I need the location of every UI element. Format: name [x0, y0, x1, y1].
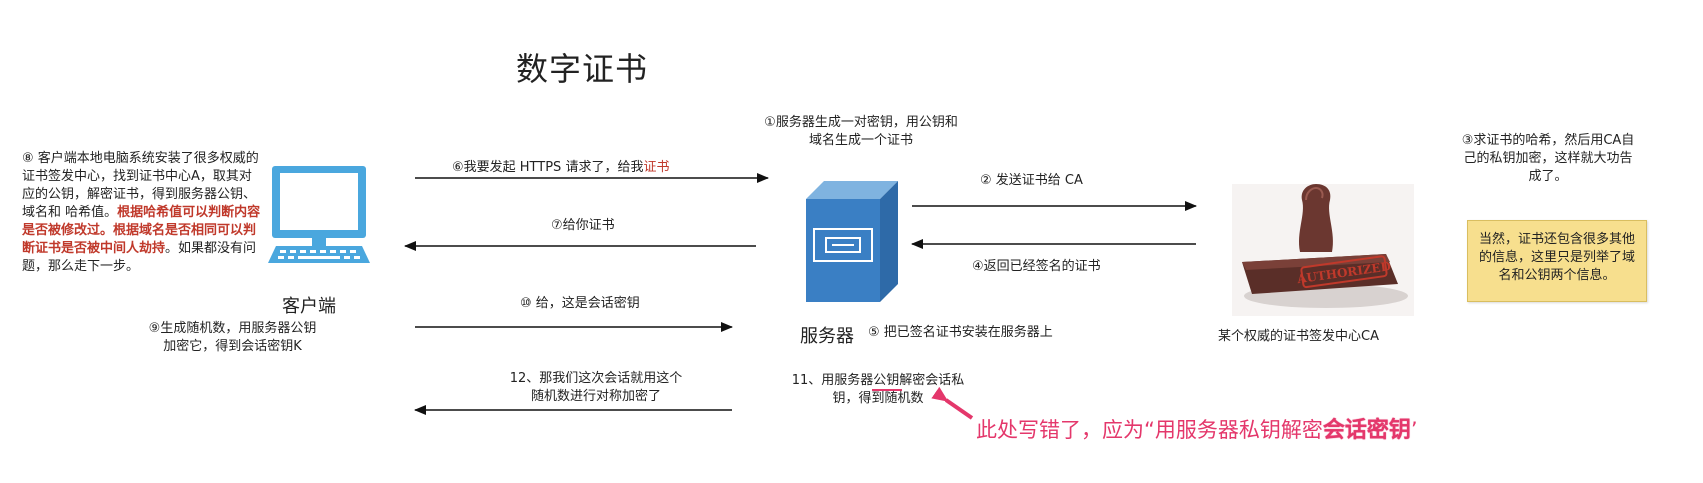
authorized-stamp-image: AUTHORIZED [1232, 184, 1414, 316]
client-note-highlight: 根据哈希值可以判断内容是否被修改过。根据域名是否相同可以判断证书是否被中间人劫持 [22, 205, 261, 256]
client-note-text-end: 。如果都没有问题，那么走下一步。 [22, 241, 257, 274]
correction-end: ’ [1410, 418, 1418, 442]
correction-arrow [931, 386, 974, 420]
step1-label: ①服务器生成一对密钥，用公钥和 域名生成一个证书 [764, 115, 958, 148]
step10-label: ⑩ 给，这是会话密钥 [520, 296, 640, 311]
monitor-icon [268, 166, 370, 263]
correction-text: 此处写错了，应为“用服务器私钥解密 [976, 418, 1323, 442]
step5-label: ⑤ 把已签名证书安装在服务器上 [868, 325, 1053, 340]
step6-highlight: 证书 [643, 160, 670, 175]
sticky-note: 当然，证书还包含很多其他 的信息，这里只是列举了域 名和公钥两个信息。 [1467, 220, 1647, 302]
server-label: 服务器 [800, 326, 854, 347]
step3-label: ③求证书的哈希，然后用CA自 己的私钥加密，这样就大功告 成了。 [1461, 133, 1635, 184]
step11-label: 11、用服务器公钥解密会话私 钥，得到随机数 [791, 373, 965, 406]
step4-label: ④返回已经签名的证书 [972, 259, 1101, 274]
ca-label: 某个权威的证书签发中心CA [1218, 329, 1379, 344]
step2-label: ② 发送证书给 CA [980, 173, 1083, 188]
server-icon [806, 181, 898, 302]
step7-label: ⑦给你证书 [551, 218, 615, 233]
step9-label: ⑨生成随机数，用服务器公钥 加密它，得到会话密钥K [148, 321, 317, 354]
client-note-text: ⑧ 客户端本地电脑系统安装了很多权威的证书签发中心，找到证书中心A，取其对应的公… [22, 151, 259, 220]
client-note: ⑧ 客户端本地电脑系统安装了很多权威的证书签发中心，找到证书中心A，取其对应的公… [22, 150, 262, 276]
client-label: 客户端 [282, 296, 336, 317]
page-title: 数字证书 [516, 50, 649, 88]
correction-emphasis: 会话密钥 [1322, 418, 1411, 443]
step6-text: ⑥我要发起 HTTPS 请求了，给我 [452, 160, 644, 175]
correction-note: 此处写错了，应为“用服务器私钥解密会话密钥’ [976, 412, 1418, 444]
step6-label: ⑥我要发起 HTTPS 请求了，给我证书 [452, 159, 669, 177]
step12-label: 12、那我们这次会话就用这个 随机数进行对称加密了 [509, 371, 683, 404]
